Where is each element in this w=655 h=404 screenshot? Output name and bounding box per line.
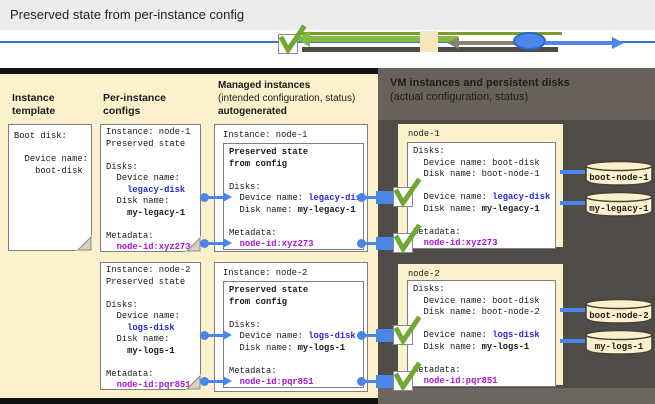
- blue-arrowhead-icon: [223, 238, 232, 248]
- connector-dot: [200, 239, 209, 248]
- blue-arrowhead-icon: [223, 330, 232, 340]
- managed-instance-title: Instance: node-2: [223, 268, 308, 278]
- panel-top-border: [0, 68, 379, 74]
- vm-title: node-2: [408, 269, 440, 279]
- folded-corner-icon: [185, 374, 201, 390]
- legend-blue-line: [0, 41, 655, 43]
- legend-disk-oval-icon: [513, 32, 546, 50]
- connector-dot: [357, 377, 366, 386]
- blue-connector-block: [376, 191, 393, 204]
- blue-arrowhead-icon: [223, 376, 232, 386]
- vm-node-2: node-2 Disks: Device name: boot-disk Dis…: [398, 264, 563, 387]
- svg-text:my-logs-1: my-logs-1: [595, 342, 644, 352]
- connector-dot: [200, 377, 209, 386]
- folded-corner-icon: [185, 236, 201, 252]
- instance-template-note: Boot disk: Device name: boot-disk: [8, 124, 92, 251]
- project-panel-header: [378, 68, 655, 120]
- disk-cylinder-boot-node-1: boot-node-1: [585, 160, 653, 186]
- blue-arrowhead-icon: [223, 192, 232, 202]
- checkmark-icon: [393, 315, 422, 346]
- legend-config-square-icon: [420, 31, 438, 52]
- legend-checkmark-icon: [278, 24, 307, 55]
- column-header-instance-template: Instance template: [12, 92, 56, 117]
- vm-node-1: node-1 Disks: Device name: boot-disk Dis…: [398, 124, 563, 249]
- disk-cylinder-boot-node-2: boot-node-2: [585, 298, 653, 324]
- svg-text:my-legacy-1: my-legacy-1: [589, 204, 649, 214]
- connector-dot: [357, 331, 366, 340]
- page-title: Preserved state from per-instance config: [10, 7, 245, 22]
- connector-dot: [200, 193, 209, 202]
- legend-blue-arrowhead-icon: [612, 37, 624, 49]
- folded-corner-icon: [76, 235, 92, 251]
- blue-arrow: [205, 380, 225, 383]
- checkmark-icon: [393, 361, 422, 392]
- title-bar: Preserved state from per-instance config: [0, 0, 655, 30]
- blue-connector-block: [376, 375, 393, 388]
- blue-disk-link: [560, 170, 585, 174]
- blue-arrow: [205, 242, 225, 245]
- blue-connector: [363, 242, 377, 245]
- connector-dot: [357, 193, 366, 202]
- blue-disk-link: [560, 339, 585, 343]
- svg-text:boot-node-1: boot-node-1: [589, 173, 649, 183]
- checkmark-icon: [393, 223, 422, 254]
- blue-connector: [363, 380, 377, 383]
- vm-state-box: Disks: Device name: boot-disk Disk name:…: [407, 142, 556, 249]
- blue-disk-link: [560, 201, 585, 205]
- vm-title: node-1: [408, 129, 440, 139]
- column-header-per-instance-configs: Per-instance configs: [103, 92, 167, 117]
- disk-cylinder-my-legacy-1: my-legacy-1: [585, 191, 653, 217]
- blue-arrow: [205, 334, 225, 337]
- legend-blue-arrow: [545, 41, 612, 45]
- disk-cylinder-my-logs-1: my-logs-1: [585, 329, 653, 355]
- svg-text:boot-node-2: boot-node-2: [589, 311, 648, 321]
- legend-gray-arrow: [459, 41, 537, 45]
- managed-instance-title: Instance: node-1: [223, 130, 308, 140]
- column-header-managed-instances: Managed instances (intended configuratio…: [218, 80, 356, 117]
- blue-connector-block: [376, 237, 393, 250]
- checkmark-icon: [393, 177, 422, 208]
- blue-connector: [363, 196, 377, 199]
- legend-gray-arrowhead-icon: [447, 37, 459, 49]
- vm-state-box: Disks: Device name: boot-disk Disk name:…: [407, 280, 556, 387]
- column-header-vm-instances: VM instances and persistent disks (actua…: [390, 77, 570, 103]
- blue-arrow: [205, 196, 225, 199]
- project-panel-footer: [378, 388, 655, 404]
- blue-connector: [363, 334, 377, 337]
- blue-connector-block: [376, 329, 393, 342]
- blue-disk-link: [560, 308, 585, 312]
- connector-dot: [357, 239, 366, 248]
- connector-dot: [200, 331, 209, 340]
- legend-green-arrow: [308, 36, 458, 42]
- bottom-border: [0, 398, 378, 404]
